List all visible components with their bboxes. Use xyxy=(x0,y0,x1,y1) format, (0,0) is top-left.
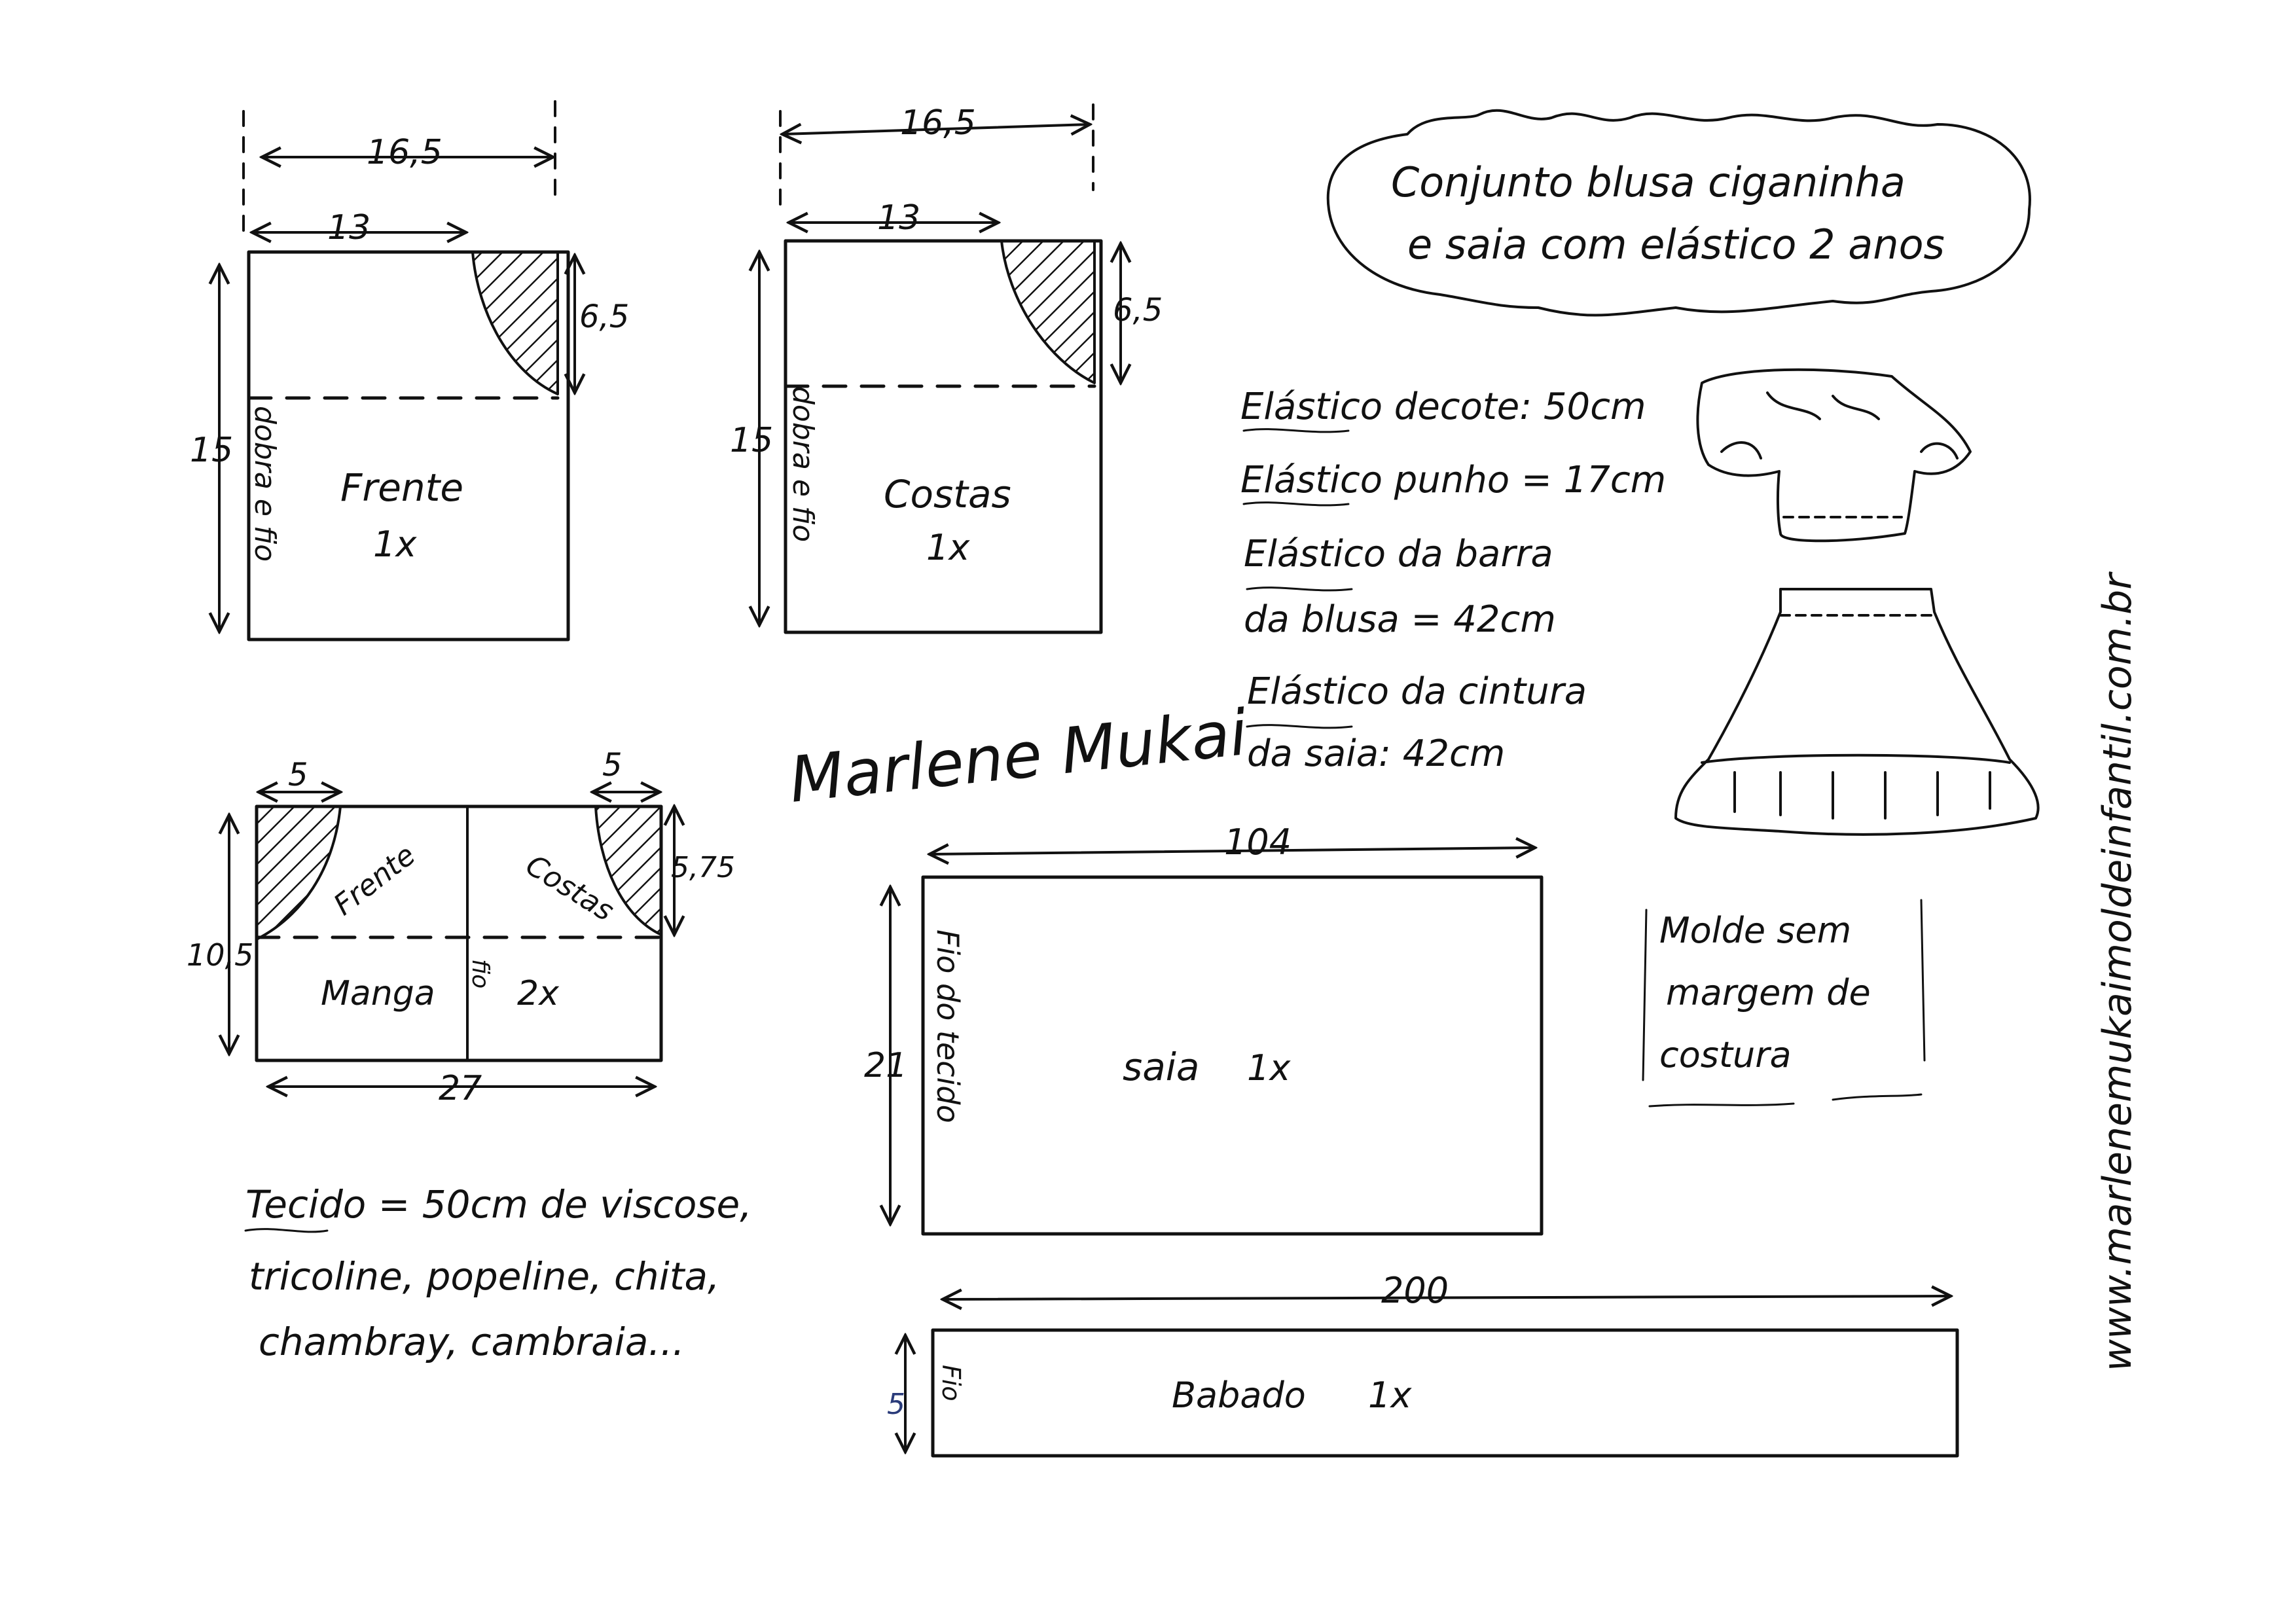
skirt-piece xyxy=(890,848,1544,1236)
ruffle-piece-name: Babado xyxy=(1172,1375,1306,1416)
front-fold-label: dobra e fio xyxy=(248,406,281,562)
back-neck-depth-label: 6,5 xyxy=(1113,292,1163,329)
ruffle-width-label: 200 xyxy=(1381,1270,1449,1311)
back-fold-label: dobra e fio xyxy=(786,386,820,542)
website: www.marlenemukaimoldeinfantil.com.br xyxy=(2095,571,2141,1371)
back-width-label: 16,5 xyxy=(900,103,976,143)
front-neckline-cutout xyxy=(471,251,559,395)
note-bracket xyxy=(1642,899,1926,1108)
back-piece-count: 1x xyxy=(926,527,970,568)
ruffle-width-arrow xyxy=(943,1296,1951,1299)
skirt-piece-outline xyxy=(921,875,1544,1236)
sleeve-width-label: 27 xyxy=(439,1069,482,1108)
elastic-hem-line-2: da blusa = 42cm xyxy=(1244,598,1556,641)
note-line-3: costura xyxy=(1659,1034,1792,1075)
ruffle-height-label: 5 xyxy=(887,1388,905,1421)
back-neck-width-label: 13 xyxy=(877,198,920,238)
elastic-hem-line-1: Elástico da barra xyxy=(1244,533,1553,575)
labels: Conjunto blusa ciganinha e saia com elás… xyxy=(187,103,2141,1421)
note-line-1: Molde sem xyxy=(1659,910,1851,951)
sleeve-piece-name: Manga xyxy=(321,974,435,1013)
back-neckline-cutout xyxy=(1000,240,1096,384)
skirt-illustration xyxy=(1674,588,2040,836)
ruffle-piece-outline xyxy=(931,1328,1959,1458)
title-line-2: e saia com elástico 2 anos xyxy=(1407,221,1945,268)
sleeve-depth-label: 5,75 xyxy=(671,851,735,884)
skirt-piece-name: saia xyxy=(1123,1045,1199,1089)
front-width-label: 16,5 xyxy=(367,133,443,172)
elastic-notes-underlines xyxy=(244,428,1353,1233)
skirt-width-label: 104 xyxy=(1224,821,1292,863)
back-bodice-piece xyxy=(759,103,1121,634)
sleeve-right-cut-label: 5 xyxy=(602,747,623,784)
sleeve-piece-count: 2x xyxy=(517,974,560,1013)
skirt-piece-count: 1x xyxy=(1247,1047,1291,1089)
front-piece-outline xyxy=(247,250,570,641)
front-piece-count: 1x xyxy=(373,524,417,565)
title-cloud xyxy=(1326,109,2031,317)
elastic-waist-line-1: Elástico da cintura xyxy=(1247,670,1587,713)
back-height-label: 15 xyxy=(730,421,773,460)
front-neck-depth-label: 6,5 xyxy=(579,298,629,335)
skirt-height-label: 21 xyxy=(864,1046,907,1085)
sleeve-front-label: Frente xyxy=(327,839,422,922)
title-line-1: Conjunto blusa ciganinha xyxy=(1391,158,1906,206)
front-height-label: 15 xyxy=(190,431,233,470)
sleeve-grain-label: fio xyxy=(467,959,494,988)
sleeve-left-cut-label: 5 xyxy=(288,757,308,793)
fabric-line-2: tricoline, popeline, chita, xyxy=(249,1254,719,1299)
ruffle-grain-label: Fio xyxy=(937,1365,966,1401)
sleeve-left-cutout xyxy=(255,805,342,941)
note-line-2: margem de xyxy=(1666,972,1871,1013)
front-piece-name: Frente xyxy=(340,465,463,510)
back-piece-name: Costas xyxy=(884,472,1011,516)
front-bodice-piece xyxy=(219,100,575,641)
fabric-line-3: chambray, cambraia... xyxy=(259,1320,685,1364)
outfit-illustration xyxy=(1674,368,2040,836)
ruffle-piece-count: 1x xyxy=(1368,1375,1412,1416)
sleeve-right-cutout xyxy=(594,805,662,936)
ruffle-piece xyxy=(905,1296,1959,1458)
front-neck-width-label: 13 xyxy=(327,208,370,247)
signature: Marlene Mukai xyxy=(786,696,1251,817)
elastic-neckline: Elástico decote: 50cm xyxy=(1240,386,1646,428)
back-width-arrow xyxy=(782,124,1090,134)
sleeve-height-label: 10,5 xyxy=(187,937,253,973)
elastic-waist-line-2: da saia: 42cm xyxy=(1247,732,1505,775)
sleeve-piece xyxy=(229,792,674,1087)
back-piece-outline xyxy=(784,239,1103,634)
fabric-line-1: Tecido = 50cm de viscose, xyxy=(245,1182,752,1227)
skirt-grain-label: Fio do tecido xyxy=(930,929,966,1123)
skirt-width-arrow xyxy=(930,848,1535,854)
elastic-cuff: Elástico punho = 17cm xyxy=(1240,459,1666,501)
